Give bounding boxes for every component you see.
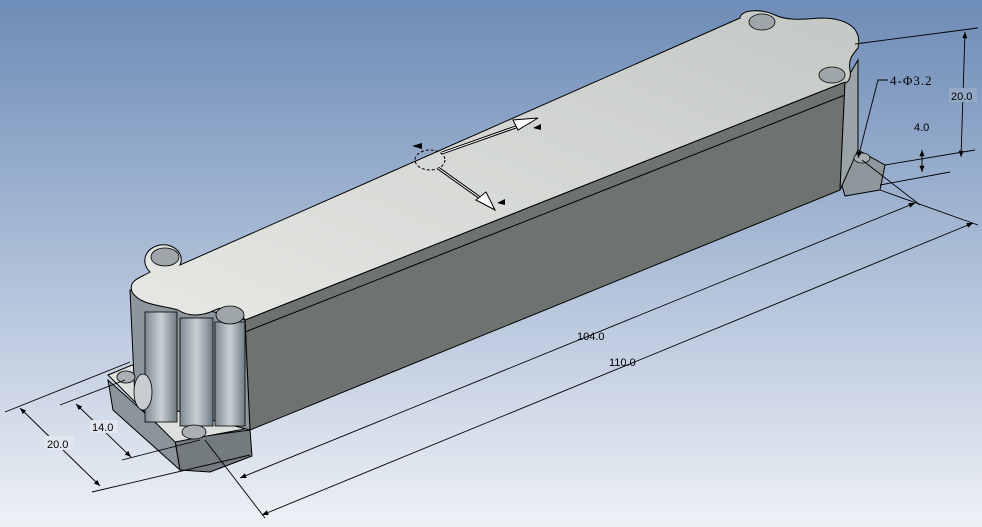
dim-110: 110.0 — [609, 357, 636, 369]
dim-20-left: 20.0 — [47, 439, 68, 451]
hole-flange-left-back — [116, 370, 136, 384]
coordinate-triad[interactable] — [412, 117, 541, 212]
hole-flange-left-front — [181, 424, 207, 440]
triad-x-arrow-icon — [512, 117, 539, 131]
hole-note: 4-Φ3.2 — [890, 73, 933, 88]
dimensions: 104.0 110.0 20.0 14.0 20.0 4.0 4-Φ3.2 — [4, 27, 979, 519]
side-hole — [133, 373, 153, 411]
dim-14: 14.0 — [92, 422, 113, 434]
hole-top-left — [150, 247, 180, 267]
hole-flange-right — [853, 152, 871, 164]
right-end-face — [839, 58, 859, 191]
triad-origin-icon — [414, 149, 446, 171]
dim-20-right: 20.0 — [951, 91, 972, 103]
dim-4: 4.0 — [914, 122, 929, 134]
left-lobe-3 — [214, 321, 246, 427]
dim-line-104 — [239, 202, 916, 479]
left-lobe-2 — [179, 317, 214, 427]
hole-top-right — [748, 13, 776, 31]
hole-front-left — [215, 305, 245, 325]
dim-104: 104.0 — [577, 331, 605, 343]
hole-front-right — [818, 66, 846, 84]
left-lobe-1 — [144, 311, 178, 423]
